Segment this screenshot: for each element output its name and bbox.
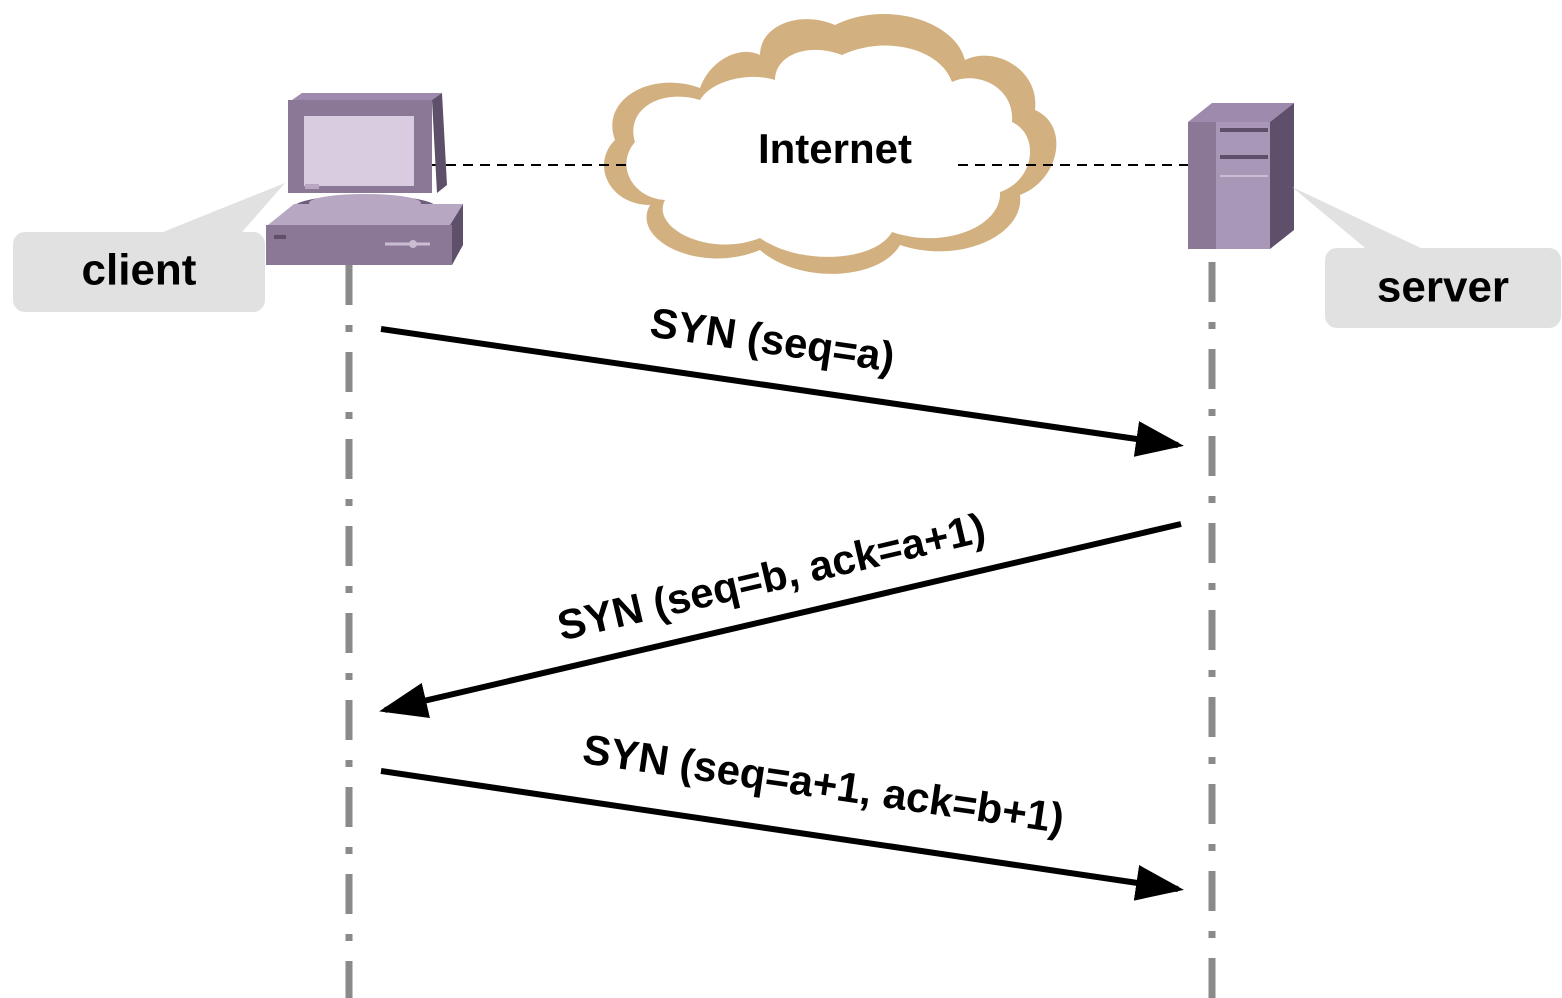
message-label-3: SYN (seq=a+1, ack=b+1) — [580, 725, 1067, 842]
message-arrow-2 — [379, 521, 1182, 718]
message-arrow-1 — [380, 326, 1184, 457]
client-callout — [13, 183, 285, 312]
client-computer-icon — [266, 93, 463, 265]
client-label: client — [82, 246, 197, 295]
message-label-2: SYN (seq=b, ack=a+1) — [553, 504, 990, 650]
internet-cloud-icon — [603, 13, 1057, 274]
message-label-1: SYN (seq=a) — [647, 299, 897, 381]
server-label: server — [1377, 263, 1509, 312]
internet-label: Internet — [758, 125, 912, 172]
server-tower-icon — [1188, 103, 1294, 249]
message-arrow-3 — [380, 768, 1184, 901]
server-callout — [1292, 187, 1561, 328]
